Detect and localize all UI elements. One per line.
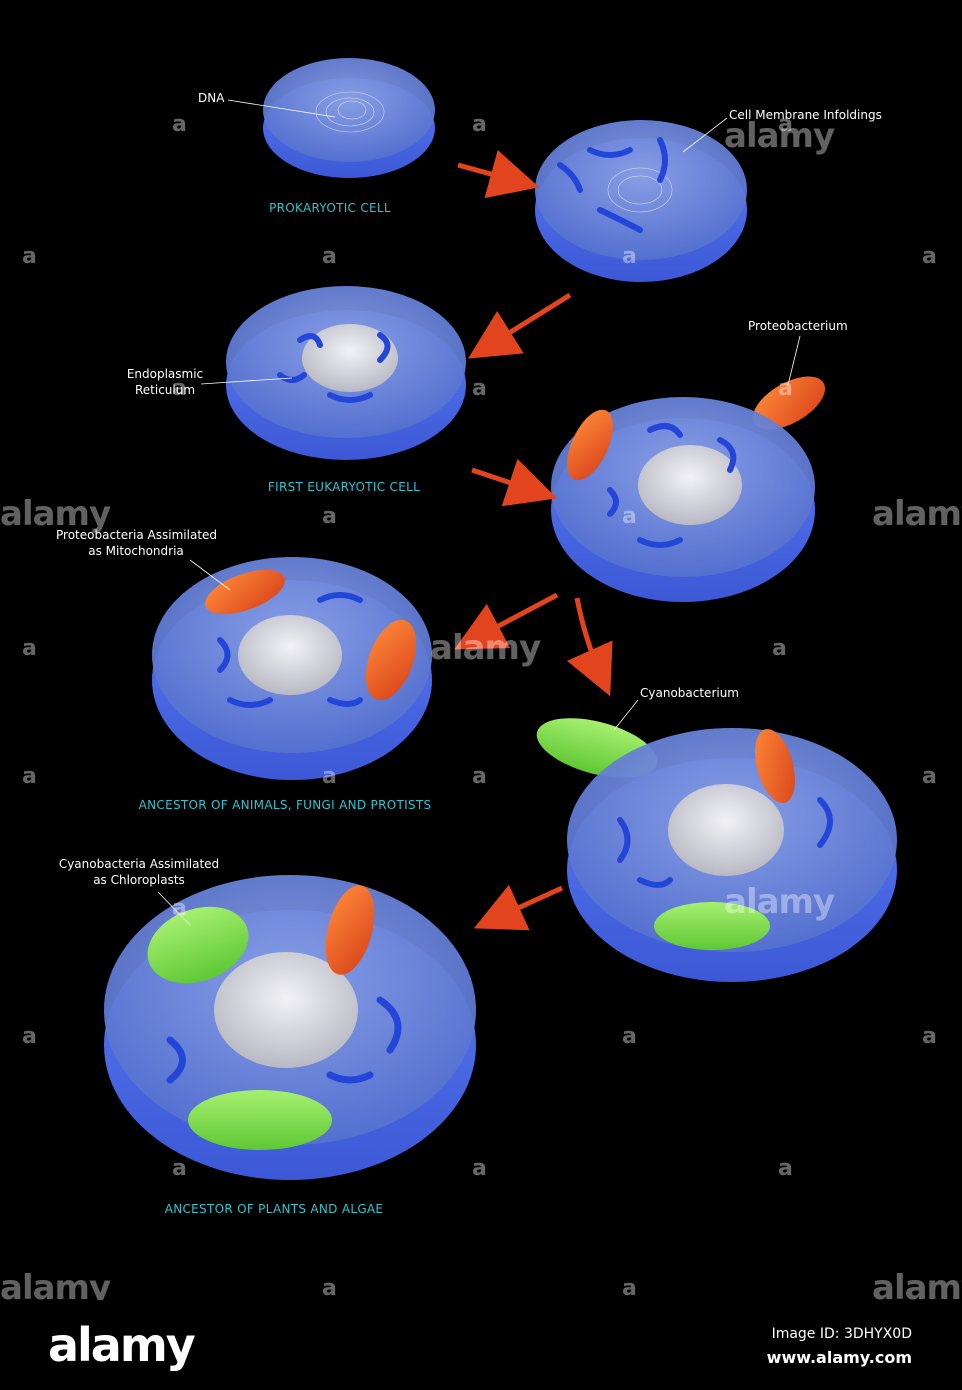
membrane-infoldings-label: Cell Membrane Infoldings — [729, 108, 882, 122]
watermark-brand: alamy — [0, 494, 111, 534]
watermark-mark: a — [472, 112, 487, 137]
chloroplasts-label-line2: as Chloroplasts — [93, 873, 185, 887]
engulfing-cell — [551, 397, 815, 602]
watermark-brand: alamy — [724, 116, 835, 156]
first-eukaryotic-cell — [226, 286, 466, 460]
watermark-mark: a — [922, 244, 937, 269]
watermark-mark: a — [622, 1276, 637, 1301]
watermark-mark: a — [472, 764, 487, 789]
caption-plants: ANCESTOR OF PLANTS AND ALGAE — [164, 1202, 384, 1216]
image-id: Image ID: 3DHYX0D — [771, 1326, 912, 1342]
watermark-mark: a — [778, 376, 793, 401]
watermark-mark: a — [922, 1024, 937, 1049]
mitochondria-label-line2: as Mitochondria — [88, 544, 184, 558]
watermark-mark: a — [22, 764, 37, 789]
watermark-mark: a — [22, 244, 37, 269]
proteobacterium — [752, 376, 826, 430]
mitochondria-label-line1: Proteobacteria Assimilated — [56, 528, 218, 542]
watermark-mark: a — [922, 764, 937, 789]
caption-first-eukaryotic: FIRST EUKARYOTIC CELL — [267, 480, 421, 494]
watermark-mark: a — [472, 1156, 487, 1181]
cyanobacterium-label: Cyanobacterium — [640, 686, 739, 700]
arrow-icon — [454, 592, 559, 650]
watermark-mark: a — [472, 376, 487, 401]
watermark-mark: a — [172, 1156, 187, 1181]
watermark-mark: a — [322, 244, 337, 269]
arrow-icon — [566, 597, 613, 697]
er-label-line2: Reticulum — [134, 383, 196, 397]
prokaryotic-cell — [263, 58, 435, 178]
arrow-icon — [473, 884, 564, 931]
caption-animals: ANCESTOR OF ANIMALS, FUNGI AND PROTISTS — [138, 798, 432, 812]
watermark-mark: a — [622, 504, 637, 529]
er-label-line1: Endoplasmic — [126, 367, 204, 381]
er-label: Endoplasmic Reticulum — [125, 366, 205, 398]
leader-lines — [157, 99, 801, 926]
arrow-icon — [457, 149, 540, 199]
watermark-footer: alamy Image ID: 3DHYX0D www.alamy.com — [0, 1300, 962, 1390]
watermark-mark: a — [322, 764, 337, 789]
chloroplasts-label-line1: Cyanobacteria Assimilated — [58, 857, 220, 871]
caption-prokaryotic: PROKARYOTIC CELL — [269, 201, 391, 215]
arrows — [454, 149, 613, 931]
watermark-mark: a — [22, 1024, 37, 1049]
dna-label: DNA — [198, 91, 225, 105]
watermark-mark: a — [172, 376, 187, 401]
animal-ancestor-cell — [152, 557, 432, 780]
alamy-logo: alamy — [48, 1318, 196, 1372]
nucleus-icon — [302, 324, 398, 392]
watermark-mark: a — [778, 112, 793, 137]
watermark-mark: a — [22, 636, 37, 661]
arrow-icon — [471, 458, 557, 507]
watermark-mark: a — [172, 896, 187, 921]
arrow-icon — [468, 292, 572, 359]
mitochondrion-icon — [752, 376, 826, 430]
proteobacterium-label: Proteobacterium — [748, 319, 848, 333]
watermark-brand: alamy — [430, 628, 541, 668]
infolding-cell — [535, 120, 747, 282]
chloroplasts-label: Cyanobacteria Assimilated as Chloroplast… — [56, 856, 222, 888]
watermark-mark: a — [778, 1156, 793, 1181]
cyano-engulfing-cell — [567, 728, 897, 982]
watermark-mark: a — [622, 1024, 637, 1049]
plant-ancestor-cell — [104, 875, 476, 1180]
watermark-brand: alamy — [872, 494, 962, 534]
watermark-brand: alamy — [724, 882, 835, 922]
watermark-mark: a — [622, 244, 637, 269]
watermark-mark: a — [172, 112, 187, 137]
site-url: www.alamy.com — [766, 1348, 912, 1367]
mitochondria-label: Proteobacteria Assimilated as Mitochondr… — [56, 527, 218, 559]
watermark-mark: a — [772, 636, 787, 661]
watermark-mark: a — [322, 504, 337, 529]
watermark-mark: a — [322, 1276, 337, 1301]
dna-icon — [315, 91, 385, 133]
